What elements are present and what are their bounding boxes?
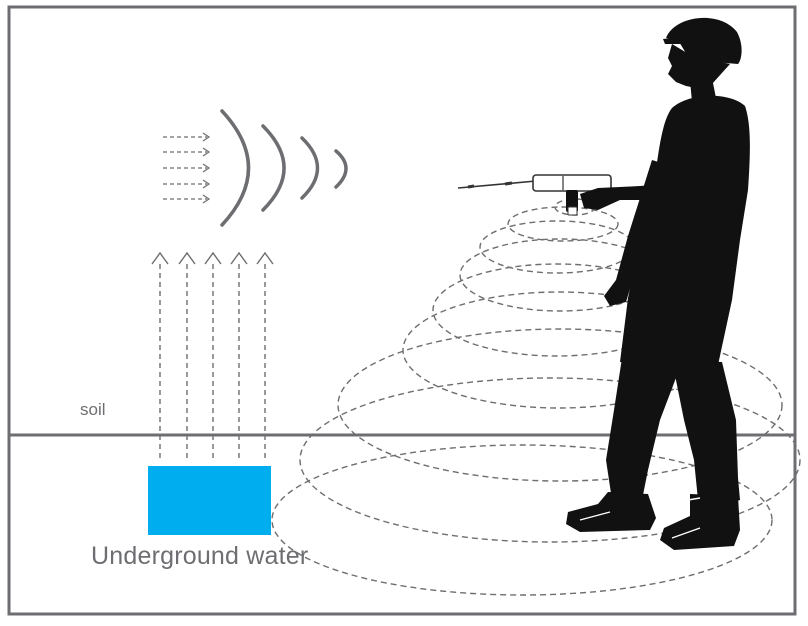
horizontal-signal-arrows [163, 132, 211, 204]
rising-signal-arrows [151, 251, 274, 458]
underground-water-block [148, 466, 271, 535]
signal-waves-icon [220, 109, 348, 227]
soil-label: soil [80, 400, 106, 419]
handheld-detector-icon [457, 174, 612, 216]
person-silhouette-icon [566, 17, 750, 550]
diagram-frame [7, 5, 797, 616]
underground-water-label: Underground water [91, 542, 309, 570]
boot-detail [579, 497, 701, 539]
